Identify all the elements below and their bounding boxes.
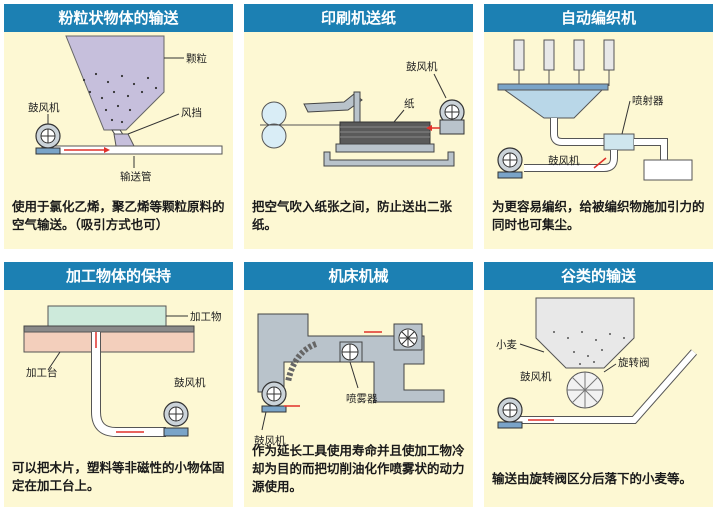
panel-description: 可以把木片，塑料等非磁性的小物体固定在加工台上。: [12, 460, 225, 493]
panel-description: 使用于氯化乙烯，聚乙烯等颗粒原料的空气输送。（吸引方式也可）: [12, 199, 225, 232]
label-blower: 鼓风机: [254, 434, 286, 447]
panel-description: 为更容易编织，给被编织物施加引力的同时也可集尘。: [492, 199, 705, 232]
panel-title: 自动编织机: [484, 4, 713, 32]
panel-grain-transport: 谷类的输送 小麦 鼓风机 旋转阀 输送由旋转阀区分后落下的小麦等。: [484, 262, 713, 507]
label-particles: 颗粒: [186, 52, 207, 65]
label-blower: 鼓风机: [548, 154, 580, 167]
label-blower: 鼓风机: [520, 370, 552, 383]
panel-powder-transport: 粉粒状物体的输送 颗粒 风挡 鼓风机 输: [4, 4, 233, 249]
label-blower: 鼓风机: [174, 376, 206, 389]
label-ejector: 喷射器: [632, 94, 664, 107]
label-wheat: 小麦: [496, 339, 517, 351]
panel-title: 加工物体的保持: [4, 262, 233, 290]
label-paper: 纸: [404, 97, 415, 110]
panel-title: 谷类的输送: [484, 262, 713, 290]
panel-title: 粉粒状物体的输送: [4, 4, 233, 32]
powder-transport-diagram: 颗粒 风挡 鼓风机 输送管: [28, 35, 223, 183]
printing-feed-diagram: 纸 鼓风机: [260, 60, 465, 167]
label-sprayer: 喷雾器: [346, 393, 378, 405]
grain-transport-diagram: 小麦 鼓风机 旋转阀: [496, 297, 697, 429]
label-table: 加工台: [26, 366, 58, 379]
panel-printing-feed: 印刷机送纸 纸 鼓风机 把空气吹入纸张之间，防止送出二张纸。: [244, 4, 473, 249]
panel-machine-tool: 机床机械 鼓风机 喷雾器 作为延长工具使用寿命并且使加工物冷却为目的而把切削油化…: [244, 262, 473, 507]
panel-workpiece-holding: 加工物体的保持 加工物 加工台 鼓风机 可以把木片，塑料等非磁性的小物体固定在加…: [4, 262, 233, 507]
workpiece-holding-diagram: 加工物 加工台 鼓风机: [23, 305, 222, 437]
label-rotary-valve: 旋转阀: [618, 356, 650, 369]
panel-title: 印刷机送纸: [244, 4, 473, 32]
label-damper: 风挡: [181, 106, 202, 119]
panel-description: 作为延长工具使用寿命并且使加工物冷却为目的而把切削油化作喷雾状的动力源使用。: [252, 443, 465, 494]
label-workpiece: 加工物: [190, 310, 222, 323]
machine-tool-diagram: 鼓风机 喷雾器: [254, 313, 445, 447]
label-pipe: 输送管: [120, 170, 152, 183]
panel-description: 把空气吹入纸张之间，防止送出二张纸。: [252, 199, 453, 232]
panel-title: 机床机械: [244, 262, 473, 290]
panel-auto-knitting: 自动编织机 喷射器 鼓风机 为更容易编织，给被编织物施加引力的同时也可集尘。: [484, 4, 713, 249]
panel-description: 输送由旋转阀区分后落下的小麦等。: [492, 471, 693, 486]
auto-knitting-diagram: 喷射器 鼓风机: [497, 39, 693, 181]
label-blower: 鼓风机: [28, 101, 60, 114]
label-blower: 鼓风机: [406, 60, 438, 73]
